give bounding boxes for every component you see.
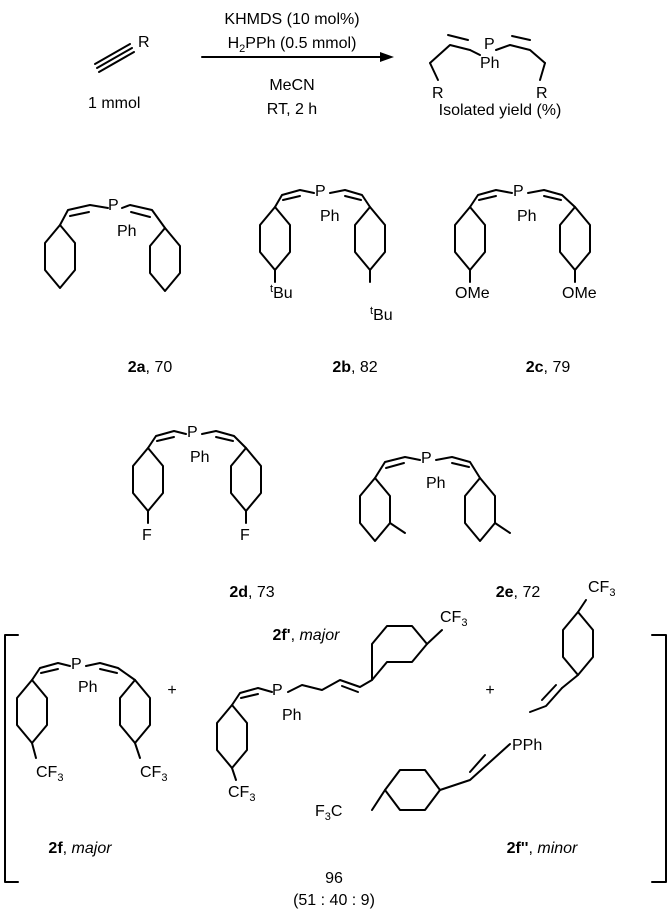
compound-2d: P Ph F F [132,424,262,544]
svg-text:Ph: Ph [117,223,137,240]
svg-text:2b, 82: 2b, 82 [332,359,377,376]
plus-sign-1: + [167,682,176,699]
svg-text:CF3: CF3 [440,609,467,629]
compound-2f-dprime-id: 2f'' [507,840,529,857]
svg-text:2a, 70: 2a, 70 [128,359,173,376]
svg-text:2f'', minor: 2f'', minor [507,840,578,857]
combined-yield: 96 [325,870,343,887]
svg-text:P: P [187,424,198,441]
svg-text:2f', major: 2f', major [273,627,341,644]
svg-text:P: P [513,183,524,200]
svg-text:P: P [108,197,119,214]
svg-text:Ph: Ph [517,208,537,225]
svg-text:P: P [421,450,432,467]
isomer-ratio: (51 : 40 : 9) [293,892,375,909]
svg-text:Ph: Ph [78,679,98,696]
svg-text:OMe: OMe [455,285,490,302]
svg-text:F3C: F3C [315,803,342,823]
compound-2f-id: 2f [48,840,63,857]
svg-text:2e, 72: 2e, 72 [496,584,541,601]
svg-text:P: P [272,682,283,699]
substrate-amount: 1 mmol [88,95,140,112]
svg-text:CF3: CF3 [140,764,167,784]
svg-text:Ph: Ph [282,707,302,724]
compound-2a-id: 2a [128,359,146,376]
svg-text:R: R [432,85,444,102]
svg-text:P: P [71,656,82,673]
svg-text:OMe: OMe [562,285,597,302]
product-caption: Isolated yield (%) [439,102,562,119]
compound-2e-id: 2e [496,584,514,601]
svg-text:Ph: Ph [190,449,210,466]
compound-2b: P Ph tBu tBu [259,183,393,324]
compound-2a: P Ph [44,197,181,292]
arrow-head [380,52,394,62]
compound-2e-yield: 72 [522,584,540,601]
solvent: MeCN [269,77,314,94]
svg-text:P: P [315,183,326,200]
svg-text:2d, 73: 2d, 73 [229,584,274,601]
compound-2f: P Ph CF3 CF3 [16,656,167,784]
svg-text:Ph: Ph [480,55,500,72]
compound-2b-yield: 82 [360,359,378,376]
compound-2c: P Ph OMe OMe [454,183,597,302]
r-label: R [138,34,150,51]
reaction-arrow-group: KHMDS (10 mol%) H2PPh (0.5 mmol) MeCN RT… [201,11,394,118]
compound-2f-dprime: CF3 PPh F3C [315,579,615,823]
mixture-brackets [4,634,667,883]
compound-2e: P Ph [359,450,511,542]
plus-sign-2: + [485,682,494,699]
svg-text:F: F [240,527,250,544]
product-general: P Ph R R Isolated yield (%) [429,34,562,119]
svg-text:2c, 79: 2c, 79 [526,359,571,376]
svg-text:Ph: Ph [426,475,446,492]
alkyne-substrate: R 1 mmol [88,34,150,112]
compound-2a-yield: 70 [154,359,172,376]
svg-text:CF3: CF3 [588,579,615,599]
reagent-h2pph: H2PPh (0.5 mmol) [228,35,357,55]
conditions: RT, 2 h [267,101,317,118]
compound-2f-prime: 2f', major P Ph CF3 CF3 [216,609,467,804]
compound-2f-note: major [72,840,113,857]
svg-text:R: R [536,85,548,102]
svg-text:CF3: CF3 [36,764,63,784]
compound-2c-yield: 79 [552,359,570,376]
svg-text:tBu: tBu [270,283,293,302]
svg-text:PPh: PPh [512,737,542,754]
compound-2d-yield: 73 [257,584,275,601]
compound-2f-prime-id: 2f' [273,627,291,644]
compound-2f-prime-note: major [299,627,340,644]
compound-2b-id: 2b [332,359,351,376]
compound-2f-dprime-note: minor [537,840,578,857]
svg-text:Ph: Ph [320,208,340,225]
svg-text:tBu: tBu [370,305,393,324]
svg-text:F: F [142,527,152,544]
compound-2d-id: 2d [229,584,248,601]
reagent-khmds: KHMDS (10 mol%) [224,11,359,28]
svg-text:2f, major: 2f, major [48,840,112,857]
svg-text:P: P [484,36,495,53]
compound-2c-id: 2c [526,359,544,376]
svg-text:CF3: CF3 [228,784,255,804]
